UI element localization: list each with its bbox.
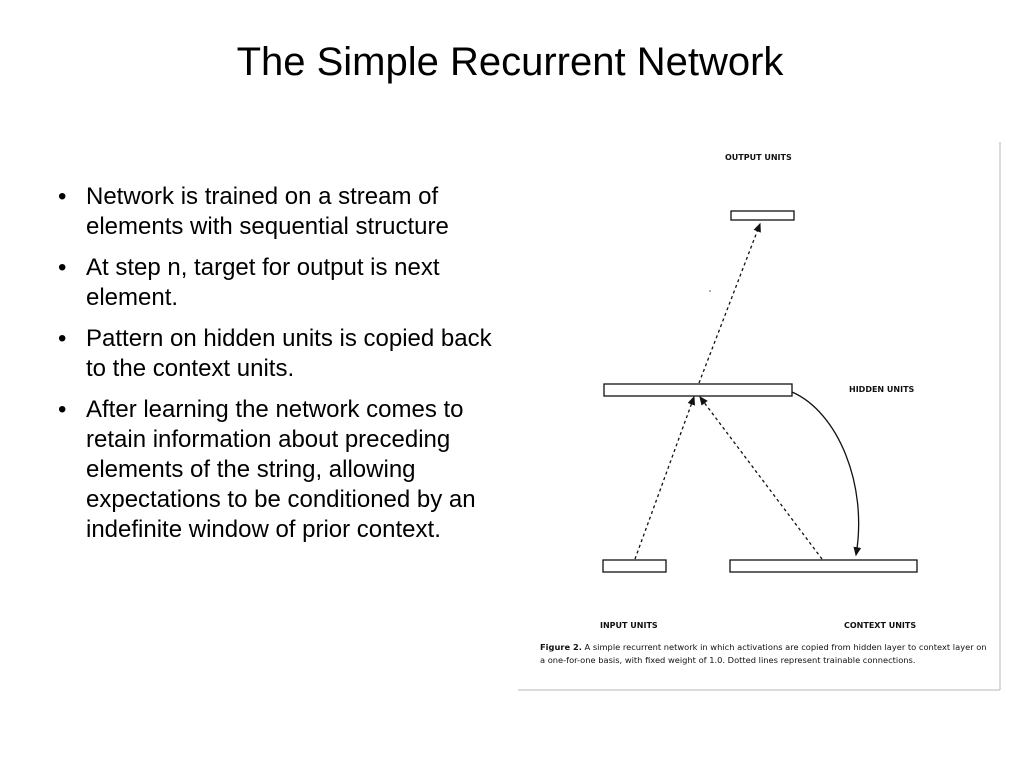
bullet-marker: • — [58, 396, 67, 423]
input-to-hidden-connection — [634, 395, 695, 560]
caption-prefix: Figure 2. — [540, 642, 582, 652]
figure-caption: Figure 2. A simple recurrent network in … — [540, 641, 990, 667]
hidden-units-label: HIDDEN UNITS — [849, 385, 915, 394]
scan-speck — [709, 290, 711, 292]
slide-title: The Simple Recurrent Network — [236, 40, 784, 84]
input-layer-box — [602, 559, 667, 573]
bullet-text: Network is trained on a stream of elemen… — [86, 183, 449, 240]
bullet-item: • After learning the network comes to ret… — [56, 395, 496, 545]
bullet-text: At step n, target for output is next ele… — [86, 254, 440, 311]
caption-text: A simple recurrent network in which acti… — [540, 642, 987, 665]
bullet-item: • Pattern on hidden units is copied back … — [56, 324, 496, 384]
hidden-to-output-connection — [698, 222, 761, 384]
bullet-marker: • — [58, 183, 67, 210]
bullet-text: After learning the network comes to reta… — [86, 396, 476, 543]
output-layer-box — [730, 210, 795, 221]
bullet-list: • Network is trained on a stream of eleme… — [56, 182, 496, 556]
input-units-label: INPUT UNITS — [600, 621, 658, 630]
hidden-layer-box — [603, 383, 793, 397]
context-to-hidden-connection — [699, 395, 823, 560]
bullet-marker: • — [58, 254, 67, 281]
context-layer-box — [729, 559, 918, 573]
bullet-item: • Network is trained on a stream of eleme… — [56, 182, 496, 242]
hidden-to-context-copy-arc — [791, 391, 862, 557]
context-units-label: CONTEXT UNITS — [844, 621, 916, 630]
srn-diagram: OUTPUT UNITS HIDDEN UNITS INPUT UNITS CO… — [518, 142, 1001, 691]
bullet-text: Pattern on hidden units is copied back t… — [86, 325, 492, 382]
bullet-marker: • — [58, 325, 67, 352]
output-units-label: OUTPUT UNITS — [725, 153, 792, 162]
srn-figure: OUTPUT UNITS HIDDEN UNITS INPUT UNITS CO… — [516, 140, 1002, 692]
bullet-item: • At step n, target for output is next el… — [56, 253, 496, 313]
